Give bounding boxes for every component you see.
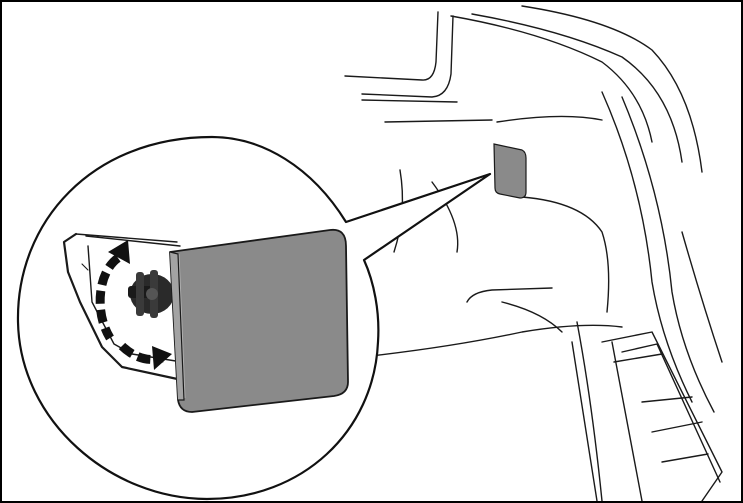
fastener-clip-icon <box>128 270 174 318</box>
fuse-cover-location <box>493 143 527 199</box>
fuse-cover-panel <box>169 228 349 413</box>
rotation-arrows-icon <box>95 240 172 370</box>
vehicle-interior-lineart <box>344 5 723 501</box>
detail-callout <box>16 135 492 501</box>
